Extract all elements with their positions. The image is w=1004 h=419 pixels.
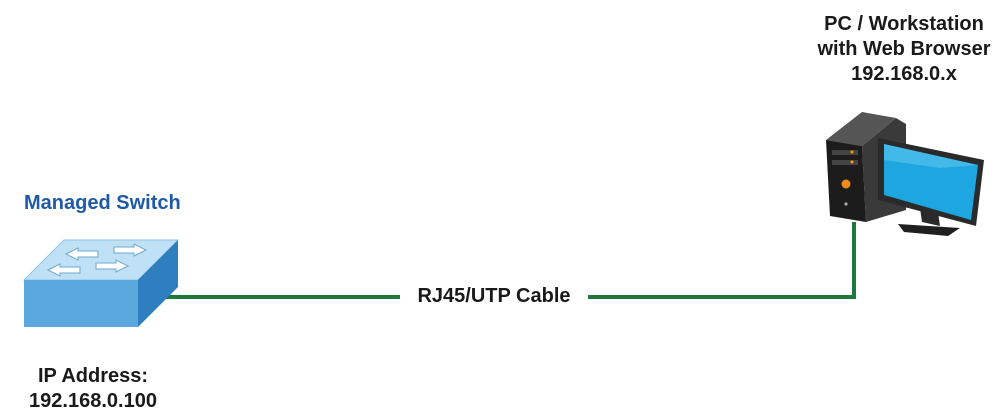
ip-address-caption: IP Address: <box>37 365 149 387</box>
pc-label-ip: 192.168.0.x <box>851 63 957 85</box>
switch-ip-address-label: IP Address: 192.168.0.100 <box>24 364 162 414</box>
network-switch-icon <box>22 239 180 327</box>
pc-label-line1: PC / Workstation <box>824 13 984 35</box>
rj45-cable-line <box>160 222 856 299</box>
pc-workstation-label: PC / Workstation with Web Browser 192.16… <box>806 12 1002 87</box>
cable-label: RJ45/UTP Cable <box>400 284 588 308</box>
pc-label-line2: with Web Browser <box>817 38 991 60</box>
ip-address-value: 192.168.0.100 <box>29 390 157 412</box>
desktop-computer-icon <box>826 112 984 236</box>
managed-switch-title: Managed Switch <box>24 192 181 214</box>
